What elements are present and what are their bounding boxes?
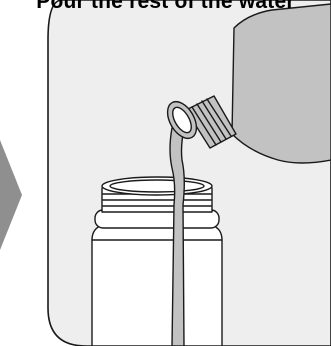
step-caption: Pour the rest of the water [0, 0, 331, 14]
step-arrow-icon [0, 140, 22, 250]
open-bottle-icon [92, 177, 222, 346]
caption-clip: Pour the rest of the water [0, 0, 331, 14]
